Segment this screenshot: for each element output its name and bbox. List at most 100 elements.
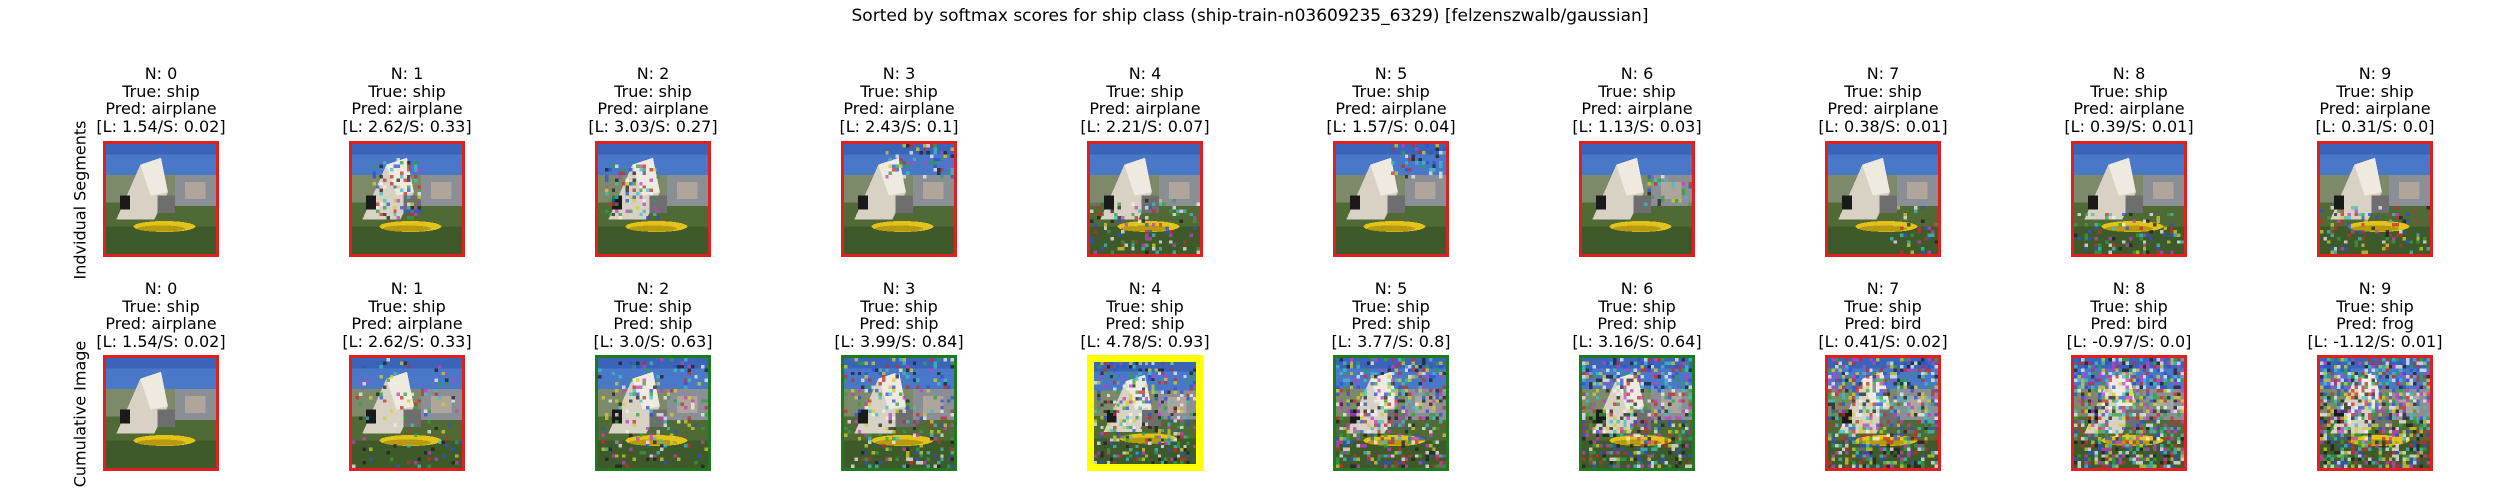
noise-pixel	[2326, 440, 2331, 444]
noise-pixel	[1370, 426, 1374, 431]
noise-pixel	[2170, 450, 2174, 455]
noise-pixel	[1862, 423, 1866, 427]
noise-pixel	[2132, 385, 2136, 389]
noise-pixel	[1164, 460, 1168, 464]
noise-pixel	[1920, 447, 1925, 451]
noise-pixel	[1370, 416, 1374, 420]
noise-pixel	[687, 395, 691, 400]
noise-pixel	[1612, 443, 1617, 448]
noise-pixel	[892, 168, 896, 172]
noise-pixel	[413, 402, 418, 407]
noise-pixel	[2118, 378, 2123, 383]
noise-pixel	[2405, 395, 2410, 400]
noise-pixel	[2163, 406, 2167, 410]
noise-pixel	[2084, 233, 2088, 237]
noise-pixel	[386, 450, 390, 455]
noise-pixel	[1435, 144, 1440, 148]
noise-pixel	[2416, 402, 2420, 407]
noise-pixel	[2354, 378, 2358, 383]
noise-pixel	[1145, 368, 1149, 372]
noise-pixel	[642, 168, 647, 172]
noise-pixel	[1623, 409, 1627, 413]
noise-pixel	[919, 150, 924, 155]
noise-pixel	[1394, 416, 1398, 420]
noise-pixel	[888, 426, 893, 431]
noise-pixel	[362, 461, 366, 465]
cell-thumbnail	[103, 141, 219, 257]
noise-pixel	[1384, 399, 1388, 403]
noise-pixel	[1869, 461, 1873, 465]
noise-pixel	[2354, 371, 2358, 376]
noise-pixel	[625, 409, 629, 413]
noise-pixel	[2323, 392, 2327, 396]
noise-pixel	[1100, 416, 1104, 420]
noise-pixel	[2323, 437, 2327, 441]
noise-pixel	[1336, 388, 1340, 393]
noise-pixel	[2419, 464, 2424, 468]
noise-pixel	[1401, 409, 1405, 413]
noise-pixel	[1339, 406, 1343, 410]
noise-pixel	[1093, 223, 1097, 227]
noise-pixel	[2111, 371, 2116, 376]
noise-pixel	[625, 178, 629, 182]
noise-pixel	[2347, 457, 2351, 462]
noise-pixel	[2115, 461, 2119, 465]
noise-pixel	[2156, 385, 2160, 389]
noise-pixel	[2416, 443, 2420, 448]
noise-pixel	[2426, 392, 2430, 396]
noise-pixel	[1852, 440, 1856, 444]
noise-pixel	[455, 440, 459, 444]
noise-pixel	[2153, 358, 2157, 362]
noise-pixel	[916, 461, 920, 465]
noise-pixel	[1425, 416, 1429, 420]
noise-pixel	[1432, 406, 1436, 410]
noise-pixel	[1421, 361, 1426, 365]
noise-pixel	[2166, 212, 2171, 217]
noise-pixel	[881, 409, 886, 413]
noise-pixel	[1103, 243, 1108, 248]
noise-pixel	[1373, 399, 1378, 403]
noise-pixel	[2153, 457, 2157, 462]
noise-pixel	[1154, 435, 1158, 439]
noise-pixel	[2354, 212, 2358, 217]
noise-pixel	[1113, 387, 1117, 391]
noise-pixel	[1408, 399, 1412, 403]
noise-pixel	[916, 457, 920, 462]
noise-pixel	[1852, 461, 1856, 465]
noise-pixel	[950, 447, 954, 451]
noise-pixel	[1342, 361, 1347, 365]
noise-pixel	[1120, 240, 1125, 244]
noise-pixel	[1366, 457, 1371, 462]
noise-pixel	[2350, 361, 2355, 365]
noise-pixel	[2118, 358, 2123, 362]
caption-true: True: ship	[2336, 81, 2414, 101]
noise-pixel	[1421, 437, 1426, 441]
noise-pixel	[1667, 443, 1672, 448]
noise-pixel	[2153, 399, 2157, 403]
noise-pixel	[1342, 388, 1347, 393]
noise-pixel	[1903, 437, 1908, 441]
noise-pixel	[1122, 422, 1126, 426]
caption-true: True: ship	[2336, 296, 2414, 316]
noise-pixel	[1848, 433, 1853, 438]
noise-pixel	[936, 461, 941, 465]
noise-pixel	[1131, 202, 1135, 206]
noise-pixel	[1415, 454, 1419, 458]
noise-pixel	[2125, 406, 2129, 410]
noise-pixel	[912, 157, 917, 162]
noise-pixel	[2146, 426, 2150, 431]
noise-pixel	[1828, 392, 1832, 396]
noise-pixel	[864, 402, 869, 407]
caption-ls: [L: 1.13/S: 0.03]	[1572, 116, 1702, 136]
noise-pixel	[1876, 426, 1880, 431]
noise-pixel	[413, 433, 418, 438]
noise-pixel	[1360, 419, 1364, 424]
noise-pixel	[2378, 364, 2382, 369]
noise-pixel	[1370, 358, 1374, 362]
noise-pixel	[1176, 435, 1181, 439]
noise-pixel	[950, 174, 954, 179]
noise-pixel	[1896, 399, 1901, 403]
